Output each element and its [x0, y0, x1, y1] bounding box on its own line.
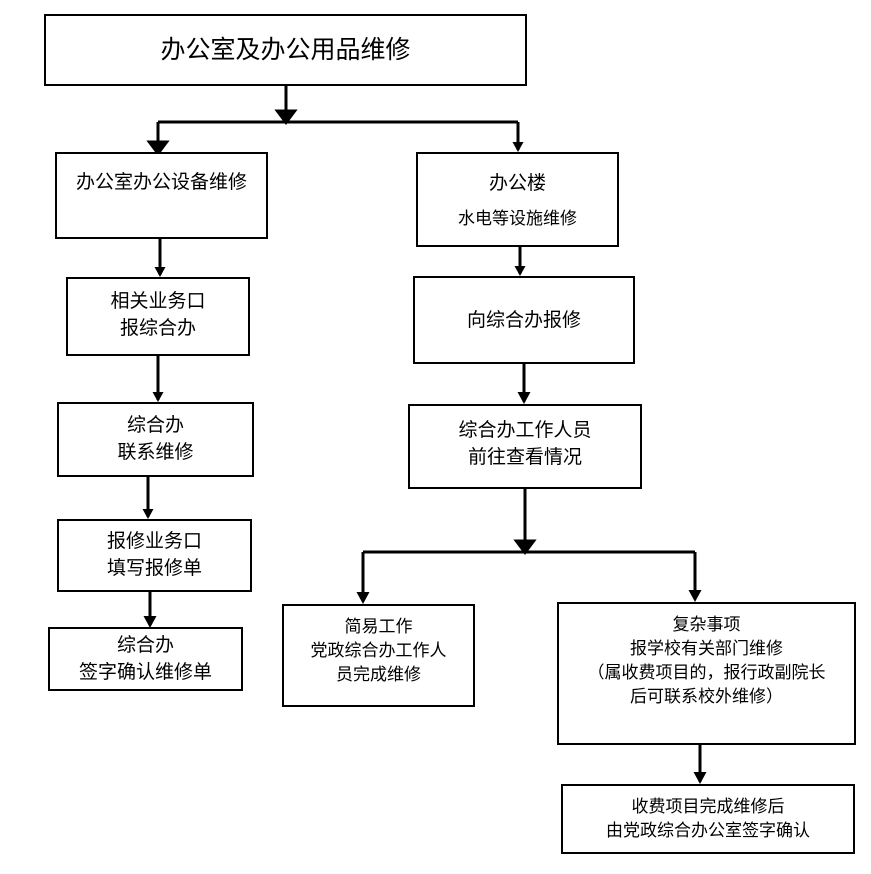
node-title-line-1: 办公室及办公用品维修 — [160, 35, 411, 65]
node-ga-staff-inspect-line-1: 综合办工作人员 — [458, 419, 592, 441]
node-complex-task-line-2: 报学校有关部门维修 — [630, 639, 783, 660]
node-office-building-line-1: 办公楼 — [488, 172, 546, 194]
node-report-department: 相关业务口 报综合办 — [66, 277, 250, 356]
node-simple-task: 简易工作 党政综合办工作人 员完成维修 — [282, 604, 475, 707]
node-fill-repair-form-line-1: 报修业务口 — [106, 530, 202, 552]
node-ga-contact-repair-line-2: 联系维修 — [117, 440, 194, 463]
node-office-equipment-repair: 办公室办公设备维修 — [55, 152, 268, 239]
node-complex-task-line-4: 后可联系校外维修） — [630, 687, 783, 708]
connector-arrow-complex — [688, 590, 702, 602]
node-ga-sign-form-line-2: 签字确认维修单 — [78, 661, 212, 683]
connector-arrow-office-bldg — [512, 142, 524, 152]
connector-arrow-fee-confirm — [693, 772, 707, 784]
connector-arrow-report-dept — [154, 267, 166, 277]
node-report-to-general-affairs-line-1: 向综合办报修 — [466, 308, 581, 331]
node-ga-staff-inspect-line-2: 前往查看情况 — [467, 445, 582, 468]
node-fee-confirm: 收费项目完成维修后 由党政综合办公室签字确认 — [561, 784, 855, 854]
node-office-building: 办公楼 水电等设施维修 — [416, 152, 619, 247]
node-simple-task-line-3: 员完成维修 — [336, 665, 421, 686]
node-title: 办公室及办公用品维修 — [44, 14, 527, 86]
node-simple-task-line-2: 党政综合办工作人 — [310, 641, 447, 662]
connector-arrow-simple — [356, 592, 370, 604]
node-complex-task-line-1: 复杂事项 — [672, 615, 741, 635]
node-report-department-line-2: 报综合办 — [119, 316, 196, 339]
node-complex-task: 复杂事项 报学校有关部门维修 （属收费项目的，报行政副院长 后可联系校外维修） — [557, 602, 856, 745]
connector-arrow-ga-staff — [517, 392, 531, 404]
node-fee-confirm-line-1: 收费项目完成维修后 — [631, 796, 785, 817]
node-office-equipment-repair-line-1: 办公室办公设备维修 — [75, 171, 247, 193]
node-office-building-line-2: 水电等设施维修 — [458, 208, 577, 229]
node-ga-contact-repair-line-1: 综合办 — [126, 414, 184, 436]
node-ga-sign-form: 综合办 签字确认维修单 — [48, 627, 243, 691]
node-complex-task-line-3: （属收费项目的，报行政副院长 — [587, 663, 826, 684]
node-ga-staff-inspect: 综合办工作人员 前往查看情况 — [408, 404, 642, 489]
connector-arrow-report-ga — [514, 266, 526, 276]
node-report-department-line-1: 相关业务口 — [110, 290, 206, 312]
node-fill-repair-form: 报修业务口 填写报修单 — [57, 519, 252, 592]
node-ga-sign-form-line-1: 综合办 — [116, 634, 174, 657]
node-simple-task-line-1: 简易工作 — [344, 617, 413, 637]
node-fee-confirm-line-2: 由党政综合办公室签字确认 — [606, 821, 810, 841]
node-report-to-general-affairs: 向综合办报修 — [413, 276, 635, 364]
node-fill-repair-form-line-2: 填写报修单 — [106, 556, 202, 579]
connector-arrow-repair-form — [142, 509, 154, 519]
connector-arrow-ga-contact — [152, 392, 164, 402]
node-ga-contact-repair: 综合办 联系维修 — [57, 402, 254, 477]
